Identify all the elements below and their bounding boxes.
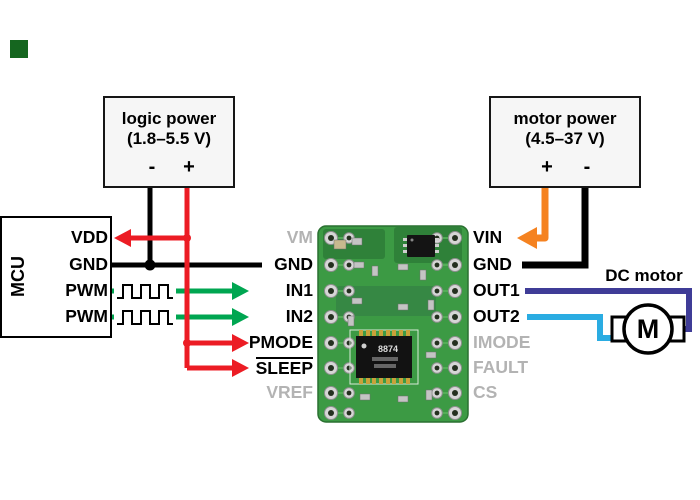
- board-pin-vref: VREF: [266, 382, 313, 402]
- sleep-overline-label: SLEEP: [255, 357, 313, 378]
- board-pin-vm: VM: [286, 227, 313, 247]
- motor-power-neg-wire: [522, 188, 589, 269]
- pwm-waveform-icon-1: [114, 280, 176, 301]
- board-pin-vin: VIN: [473, 227, 503, 247]
- board-pin-gnd-left: GND: [274, 254, 313, 274]
- smd-passives: [333, 237, 437, 403]
- motor-power-range: (4.5–37 V): [525, 129, 605, 148]
- vdd-arrow: [114, 229, 131, 247]
- junction-dot: [144, 259, 156, 271]
- motor-symbol: M: [610, 303, 686, 355]
- sleep-arrow: [232, 359, 249, 377]
- chip-marking: 8874: [378, 344, 398, 354]
- board-pin-imode: IMODE: [473, 332, 531, 352]
- board-pin-sleep: SLEEP: [255, 357, 313, 379]
- motor-power-title: motor power: [513, 109, 617, 128]
- board-pin-gnd-right: GND: [473, 254, 512, 274]
- pmode-arrow: [232, 334, 249, 352]
- board-pin-pmode: PMODE: [248, 332, 313, 352]
- logic-power-range: (1.8–5.5 V): [126, 129, 212, 148]
- mcu-box: [0, 216, 112, 338]
- logic-power-box: logic power (1.8–5.5 V) - +: [103, 96, 235, 188]
- board-pin-fault: FAULT: [473, 357, 529, 377]
- board-pin-out2: OUT2: [473, 306, 520, 326]
- in1-arrow: [232, 282, 249, 300]
- mcu-label: MCU: [8, 256, 28, 298]
- red-junction-dot: [183, 339, 191, 347]
- mcu-pin-pwm2: PWM: [65, 306, 108, 326]
- board-traces-left: [331, 237, 349, 414]
- logic-power-title: logic power: [121, 109, 217, 128]
- board-traces-right: [437, 237, 455, 414]
- logic-power-minus-terminal: -: [148, 156, 156, 178]
- out2-wire: [527, 314, 616, 341]
- motor-power-minus-terminal: -: [583, 156, 591, 178]
- pwm-waveform-icon-2: [114, 306, 176, 327]
- mcu-pin-gnd: GND: [69, 254, 108, 274]
- dc-motor-label: DC motor: [605, 266, 683, 285]
- green-square-mark: [10, 40, 28, 58]
- aux-ic: [403, 235, 439, 257]
- motor-power-box: motor power (4.5–37 V) + -: [489, 96, 641, 188]
- logic-power-plus-terminal: +: [183, 156, 195, 178]
- board-pin-in2: IN2: [285, 306, 313, 326]
- in2-arrow: [232, 308, 249, 326]
- driver-ic: 8874: [349, 329, 419, 385]
- board-pin-cs: CS: [473, 382, 498, 402]
- motor-letter: M: [637, 314, 660, 344]
- ti-logo-dot: [361, 343, 367, 349]
- board-pin-out1: OUT1: [473, 280, 520, 300]
- motor-power-pos-wire: [535, 188, 549, 242]
- mcu-pin-pwm1: PWM: [65, 280, 108, 300]
- motor-power-plus-terminal: +: [541, 156, 553, 178]
- board-pin-in1: IN1: [285, 280, 313, 300]
- driver-board: 8874: [317, 225, 469, 423]
- mcu-pin-vdd: VDD: [71, 227, 108, 247]
- red-junction-dot: [183, 234, 191, 242]
- vin-arrow: [517, 227, 537, 249]
